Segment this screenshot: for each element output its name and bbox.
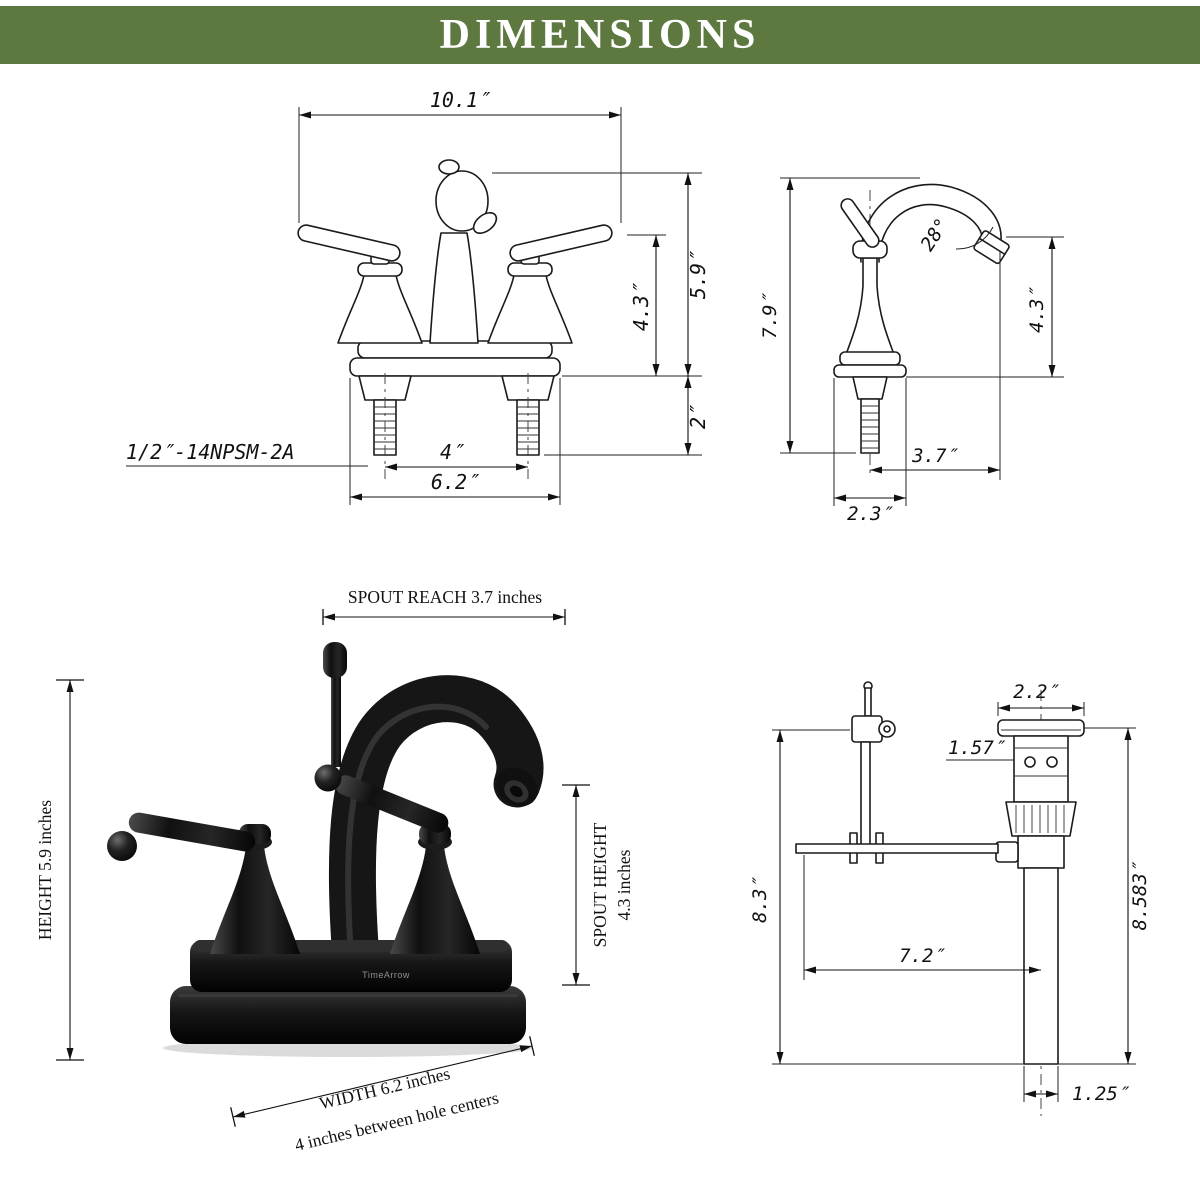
dim-lift-rod-height-label: 8.3″ — [749, 877, 771, 923]
dim-drain-height-label: 8.583″ — [1129, 861, 1151, 930]
dim-front-base-width: 6.2″ — [349, 378, 561, 505]
dim-side-base-depth: 2.3″ — [833, 378, 907, 525]
dim-total-height-label: 5.9″ — [686, 250, 710, 299]
drain-outline — [795, 681, 1085, 1116]
page-title: DIMENSIONS — [439, 12, 761, 58]
dim-top-width-label: 10.1″ — [430, 88, 491, 112]
dim-spout-reach-label: 3.7″ — [911, 445, 958, 467]
dim-drain-total-height: 8.583″ — [1058, 727, 1151, 1065]
lift-rod-linkage — [795, 681, 999, 864]
dim-side-total-height: 7.9″ — [759, 177, 920, 454]
dim-drain-top-width: 2.2″ — [997, 681, 1085, 716]
left-supply-shank — [358, 373, 412, 479]
faucet-photo: TimeArrow — [107, 642, 544, 1057]
right-handle — [314, 764, 480, 954]
dim-hole-centers-label: 4″ — [440, 440, 465, 464]
thread-spec-callout: 1/2″-14NPSM-2A — [126, 440, 368, 467]
front-view-drawing: 10.1″ 5.9″ 4.3″ 2″ 4″ — [126, 88, 710, 505]
spout — [328, 675, 544, 984]
dim-front-total-height: 5.9″ — [492, 172, 710, 377]
thread-spec-label: 1/2″-14NPSM-2A — [126, 440, 295, 464]
spout-height-annotation-2: 4.3 inches — [614, 849, 634, 920]
spout-reach-annotation: SPOUT REACH 3.7 inches — [348, 587, 542, 607]
faucet-front-outline — [297, 159, 613, 479]
dim-front-hole-centers: 4″ — [385, 440, 528, 471]
dim-flange-callout: 1.57″ — [946, 737, 1014, 761]
left-handle — [107, 812, 300, 954]
dim-lift-rod-height: 8.3″ — [749, 729, 1024, 1065]
dim-base-width-label: 6.2″ — [431, 470, 480, 494]
dim-rod-reach: 7.2″ — [803, 855, 1041, 980]
annotation-spout-reach: SPOUT REACH 3.7 inches — [322, 587, 566, 625]
aerator-tip — [973, 230, 1010, 265]
base-plate — [170, 986, 526, 1044]
dim-base-depth-label: 2.3″ — [847, 503, 893, 525]
dim-deck-depth-label: 2″ — [686, 404, 710, 429]
dim-side-spout-reach: 3.7″ — [870, 252, 1001, 480]
right-supply-shank — [501, 373, 555, 479]
side-view-drawing: 7.9″ 28° 4.3″ 3.7″ 2.3″ — [759, 177, 1064, 525]
lift-rod-knob — [323, 642, 347, 678]
header-banner: DIMENSIONS — [0, 6, 1200, 64]
brand-label: TimeArrow — [362, 970, 410, 980]
dim-outlet-width: 1.25″ — [1023, 1066, 1130, 1105]
dim-drain-top-width-label: 2.2″ — [1013, 681, 1059, 703]
faucet-side-outline — [833, 183, 1010, 478]
dim-outlet-width-label: 1.25″ — [1072, 1083, 1130, 1105]
dim-rod-reach-label: 7.2″ — [899, 945, 945, 967]
dim-side-height-label: 7.9″ — [759, 293, 781, 339]
annotation-spout-height: SPOUT HEIGHT 4.3 inches — [562, 784, 634, 986]
drain-assembly-drawing: 2.2″ 1.57″ 8.3″ 7.2″ 8.583″ — [749, 681, 1151, 1116]
dim-side-spout-height: 4.3″ — [906, 236, 1064, 378]
height-annotation: HEIGHT 5.9 inches — [35, 800, 55, 940]
dim-handle-height-label: 4.3″ — [629, 282, 653, 331]
dim-front-deck-depth: 2″ — [544, 376, 710, 456]
spout-height-annotation-1: SPOUT HEIGHT — [590, 822, 610, 947]
spout-angle-label: 28° — [916, 214, 953, 255]
annotation-height: HEIGHT 5.9 inches — [35, 679, 84, 1061]
lift-rod — [331, 672, 341, 767]
product-photo: TimeArrow SPOUT REACH 3.7 inches — [35, 587, 634, 1155]
dim-front-handle-height: 4.3″ — [627, 234, 666, 376]
dim-flange-label: 1.57″ — [948, 737, 1006, 759]
dim-front-top-width: 10.1″ — [298, 88, 622, 223]
spout-aerator — [496, 767, 538, 807]
dim-spout-height-label: 4.3″ — [1026, 287, 1048, 333]
